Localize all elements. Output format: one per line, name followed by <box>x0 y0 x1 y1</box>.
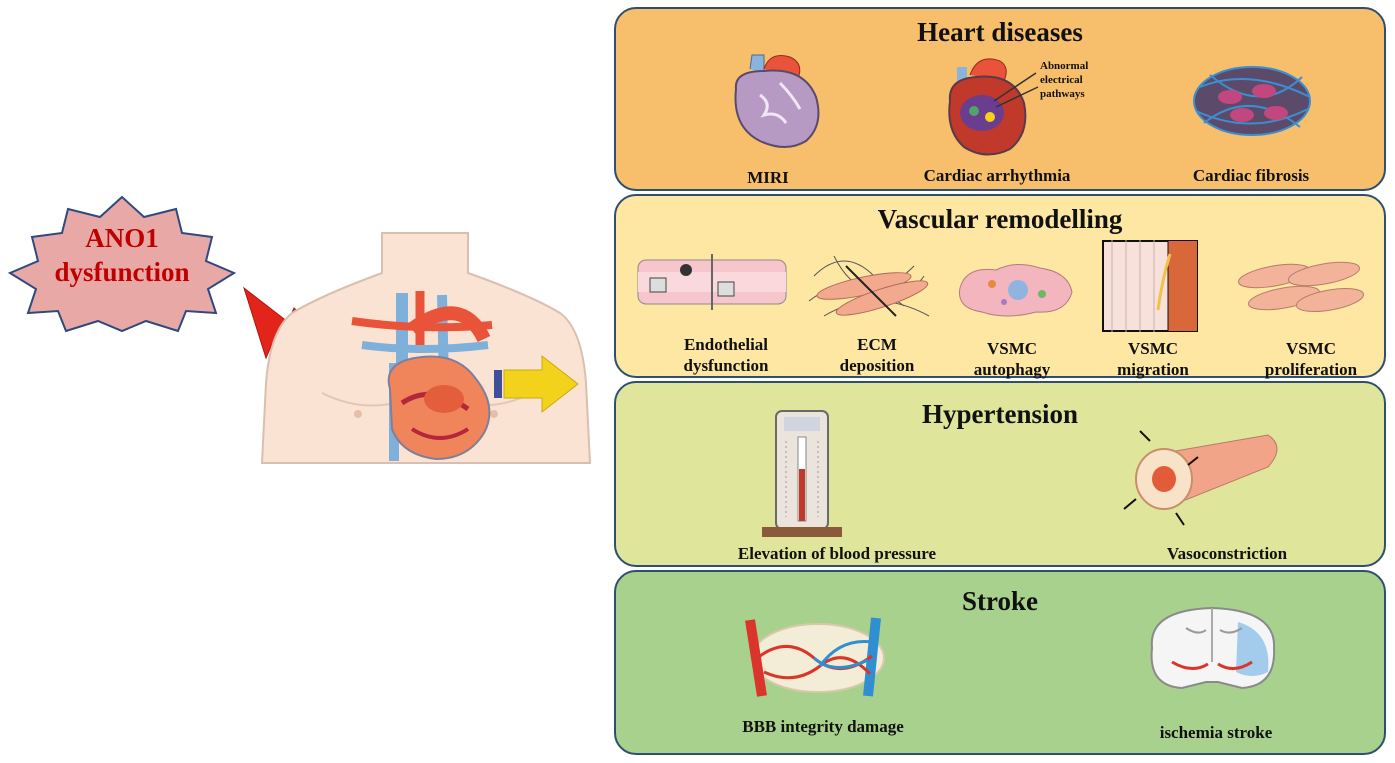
vascular-item-label: VSMC migration <box>1098 338 1208 380</box>
badge-star-shape <box>7 195 237 333</box>
annotation-line-1: Abnormal <box>1040 60 1089 72</box>
vascular-item-line-2: proliferation <box>1264 360 1358 379</box>
vascular-remodelling-panel: Vascular remodelling Endothelial <box>614 194 1386 380</box>
vascular-item-line-1: VSMC <box>1127 339 1179 358</box>
endothelial-vessel-icon <box>637 254 787 310</box>
vascular-item-line-1: VSMC <box>986 339 1038 358</box>
vascular-remodelling-title: Vascular remodelling <box>877 204 1123 234</box>
vascular-item-line-2: autophagy <box>973 360 1051 379</box>
heart-item-label: Cardiac fibrosis <box>1192 166 1310 185</box>
vascular-item-label: Endothelial dysfunction <box>656 334 796 376</box>
vasoconstriction-vessel-icon <box>1123 430 1278 526</box>
stroke-panel: Stroke BBB integrity damage ischemia str… <box>614 570 1386 755</box>
arrhythmia-heart-icon <box>948 58 1039 156</box>
stroke-item-label: BBB integrity damage <box>742 717 904 736</box>
ecm-deposition-icon <box>808 255 930 317</box>
vascular-item-label: VSMC proliferation <box>1246 338 1376 380</box>
vsmc-migration-icon <box>1102 240 1198 332</box>
stroke-title: Stroke <box>961 586 1038 616</box>
torso-heart-illustration <box>260 232 592 464</box>
vsmc-autophagy-icon <box>958 264 1073 317</box>
hypertension-item-label: Elevation of blood pressure <box>737 544 937 563</box>
vascular-item-label: VSMC autophagy <box>952 338 1072 380</box>
heart-item-label: Cardiac arrhythmia <box>923 166 1071 185</box>
vascular-item-line-1: VSMC <box>1285 339 1337 358</box>
heart-diseases-title: Heart diseases <box>917 17 1083 47</box>
bbb-vessel-network-icon <box>745 617 885 697</box>
heart-item-label: MIRI <box>747 168 789 187</box>
brain-ischemia-icon <box>1150 606 1276 690</box>
vascular-item-line-1: ECM <box>857 335 897 354</box>
badge-line-1: ANO1 <box>85 223 159 253</box>
miri-heart-icon <box>734 54 820 148</box>
badge-line-2: dysfunction <box>54 257 190 287</box>
vascular-item-line-1: Endothelial <box>683 335 769 354</box>
heart-diseases-panel: Heart diseases Abnormal electrical pathw… <box>614 7 1386 191</box>
hypertension-item-label: Vasoconstriction <box>1166 544 1288 563</box>
yellow-right-arrow-icon <box>494 354 579 414</box>
vascular-item-line-2: deposition <box>839 356 915 375</box>
vascular-item-line-2: migration <box>1117 360 1189 379</box>
vsmc-proliferation-icon <box>1238 261 1365 312</box>
hypertension-title: Hypertension <box>921 399 1078 429</box>
sphygmomanometer-icon <box>762 410 842 537</box>
stroke-item-label: ischemia stroke <box>1159 723 1273 742</box>
ano1-dysfunction-badge: ANO1 dysfunction <box>6 195 238 333</box>
annotation-line-2: electrical <box>1040 74 1083 86</box>
cardiac-fibrosis-icon <box>1193 66 1311 136</box>
vascular-item-line-2: dysfunction <box>683 356 769 375</box>
vascular-item-label: ECM deposition <box>812 334 942 376</box>
hypertension-panel: Hypertension Elevation of blood pressure… <box>614 381 1386 567</box>
annotation-line-3: pathways <box>1040 88 1085 100</box>
